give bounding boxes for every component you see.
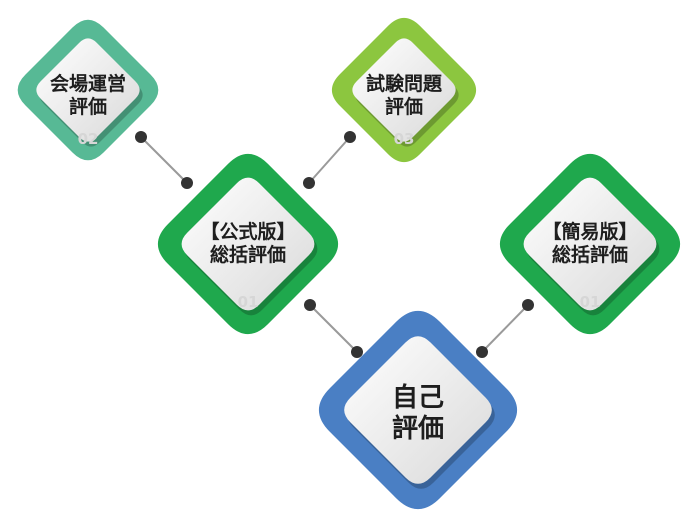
connector-dot — [303, 177, 315, 189]
diamond-node-kanni — [499, 153, 681, 335]
connector-line — [140, 136, 188, 184]
connector-line — [308, 136, 351, 184]
connector-dots — [135, 131, 534, 358]
diamond-tile-jiko — [344, 336, 492, 484]
connector-dot — [344, 131, 356, 143]
diamond-tile-koshiki — [181, 177, 315, 311]
diamond-node-kaijo — [17, 19, 159, 161]
diamond-tile-kaijo — [36, 38, 140, 142]
connector-lines — [140, 136, 529, 353]
diamond-tile-kanni — [523, 177, 657, 311]
connector-line — [481, 304, 529, 353]
connector-dot — [304, 299, 316, 311]
diamond-node-koshiki — [157, 153, 339, 335]
connector-dot — [351, 346, 363, 358]
connector-dot — [135, 131, 147, 143]
diamond-nodes — [17, 17, 681, 510]
diamond-tile-shiken — [352, 38, 456, 142]
connector-dot — [476, 346, 488, 358]
connector-line — [309, 304, 358, 353]
diamond-node-jiko — [318, 310, 518, 510]
connector-dot — [522, 299, 534, 311]
connector-dot — [181, 177, 193, 189]
diamond-node-shiken — [331, 17, 477, 163]
